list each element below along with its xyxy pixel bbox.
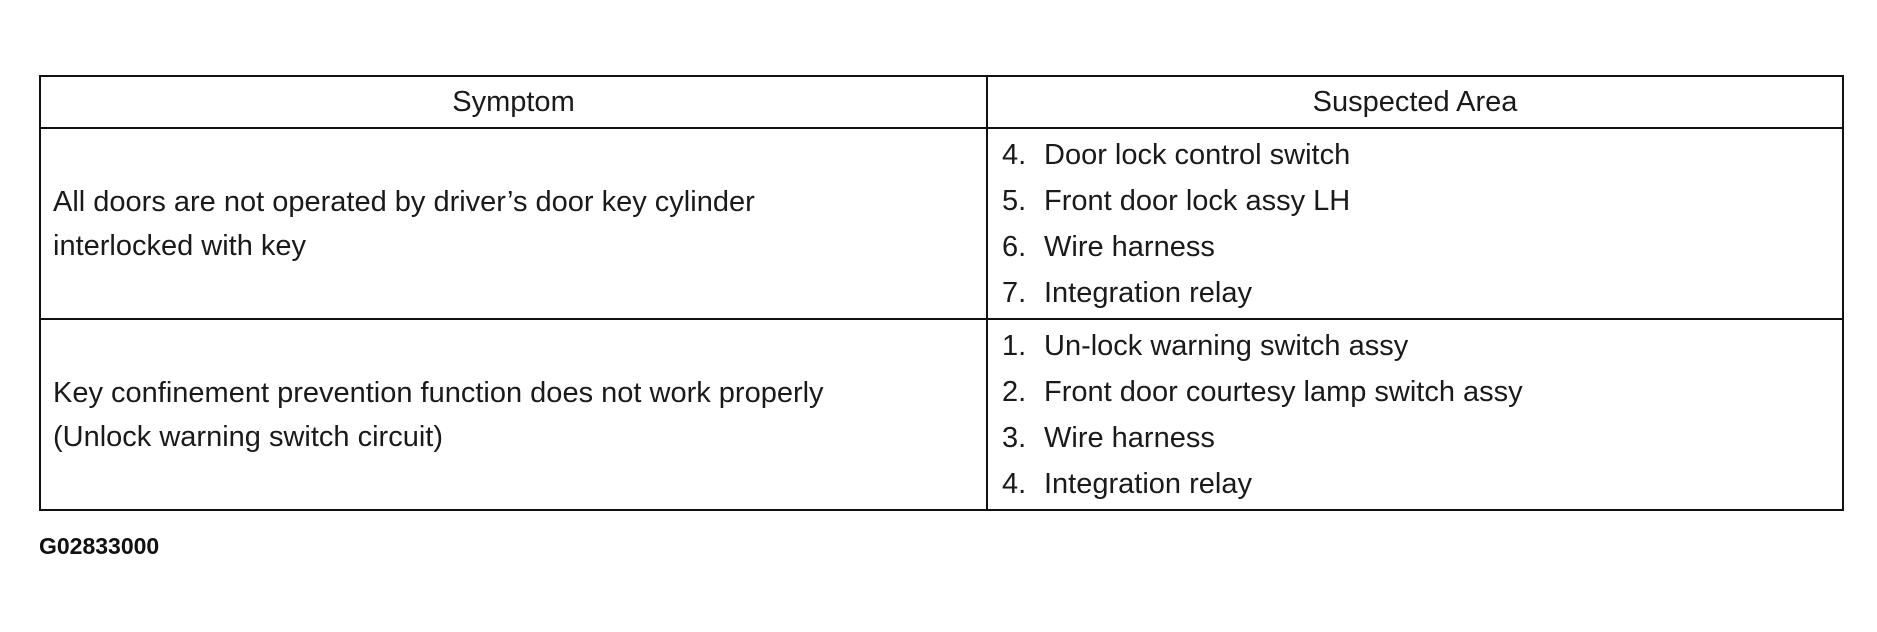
table-row: All doors are not operated by driver’s d… (39, 127, 1844, 320)
item-number: 7. (1002, 276, 1027, 309)
item-number: 5. (1002, 184, 1027, 217)
suspected-area-item: 2. Front door courtesy lamp switch assy (1002, 369, 1842, 415)
symptom-text-line: All doors are not operated by driver’s d… (53, 185, 755, 218)
symptom-text-line: Key confinement prevention function does… (53, 376, 824, 409)
item-text: Door lock control switch (1044, 138, 1351, 171)
symptom-cell: Key confinement prevention function does… (39, 318, 988, 511)
suspected-area-item: 5. Front door lock assy LH (1002, 178, 1842, 224)
item-number: 3. (1002, 421, 1027, 454)
symptom-text-line: (Unlock warning switch circuit) (53, 420, 443, 453)
suspected-area-cell: 4. Door lock control switch 5. Front door … (986, 127, 1844, 320)
item-number: 4. (1002, 138, 1027, 171)
item-number: 6. (1002, 230, 1027, 263)
symptom-text-line: interlocked with key (53, 229, 307, 262)
suspected-area-item: 6. Wire harness (1002, 224, 1842, 270)
suspected-area-item: 4. Integration relay (1002, 461, 1842, 507)
suspected-area-cell: 1. Un-lock warning switch assy 2. Front do… (986, 318, 1844, 511)
suspected-area-item: 7. Integration relay (1002, 270, 1842, 316)
suspected-area-item: 3. Wire harness (1002, 415, 1842, 461)
symptom-cell: All doors are not operated by driver’s d… (39, 127, 988, 320)
item-text: Wire harness (1044, 230, 1215, 263)
table-row: Key confinement prevention function does… (39, 318, 1844, 511)
suspected-area-item: 4. Door lock control switch (1002, 132, 1842, 178)
item-number: 2. (1002, 375, 1027, 408)
item-text: Front door lock assy LH (1044, 184, 1351, 217)
item-text: Un-lock warning switch assy (1044, 329, 1409, 362)
item-text: Integration relay (1044, 467, 1252, 500)
suspected-area-item: 1. Un-lock warning switch assy (1002, 323, 1842, 369)
item-text: Wire harness (1044, 421, 1215, 454)
item-number: 1. (1002, 329, 1027, 362)
diagnosis-table: Symptom Suspected Area All doors are not… (39, 75, 1844, 511)
suspected-area-column-header: Suspected Area (986, 75, 1844, 129)
item-text: Front door courtesy lamp switch assy (1044, 375, 1523, 408)
item-text: Integration relay (1044, 276, 1252, 309)
figure-id: G02833000 (39, 533, 160, 559)
symptom-column-header: Symptom (39, 75, 988, 129)
item-number: 4. (1002, 467, 1027, 500)
table-header-row: Symptom Suspected Area (39, 75, 1844, 129)
